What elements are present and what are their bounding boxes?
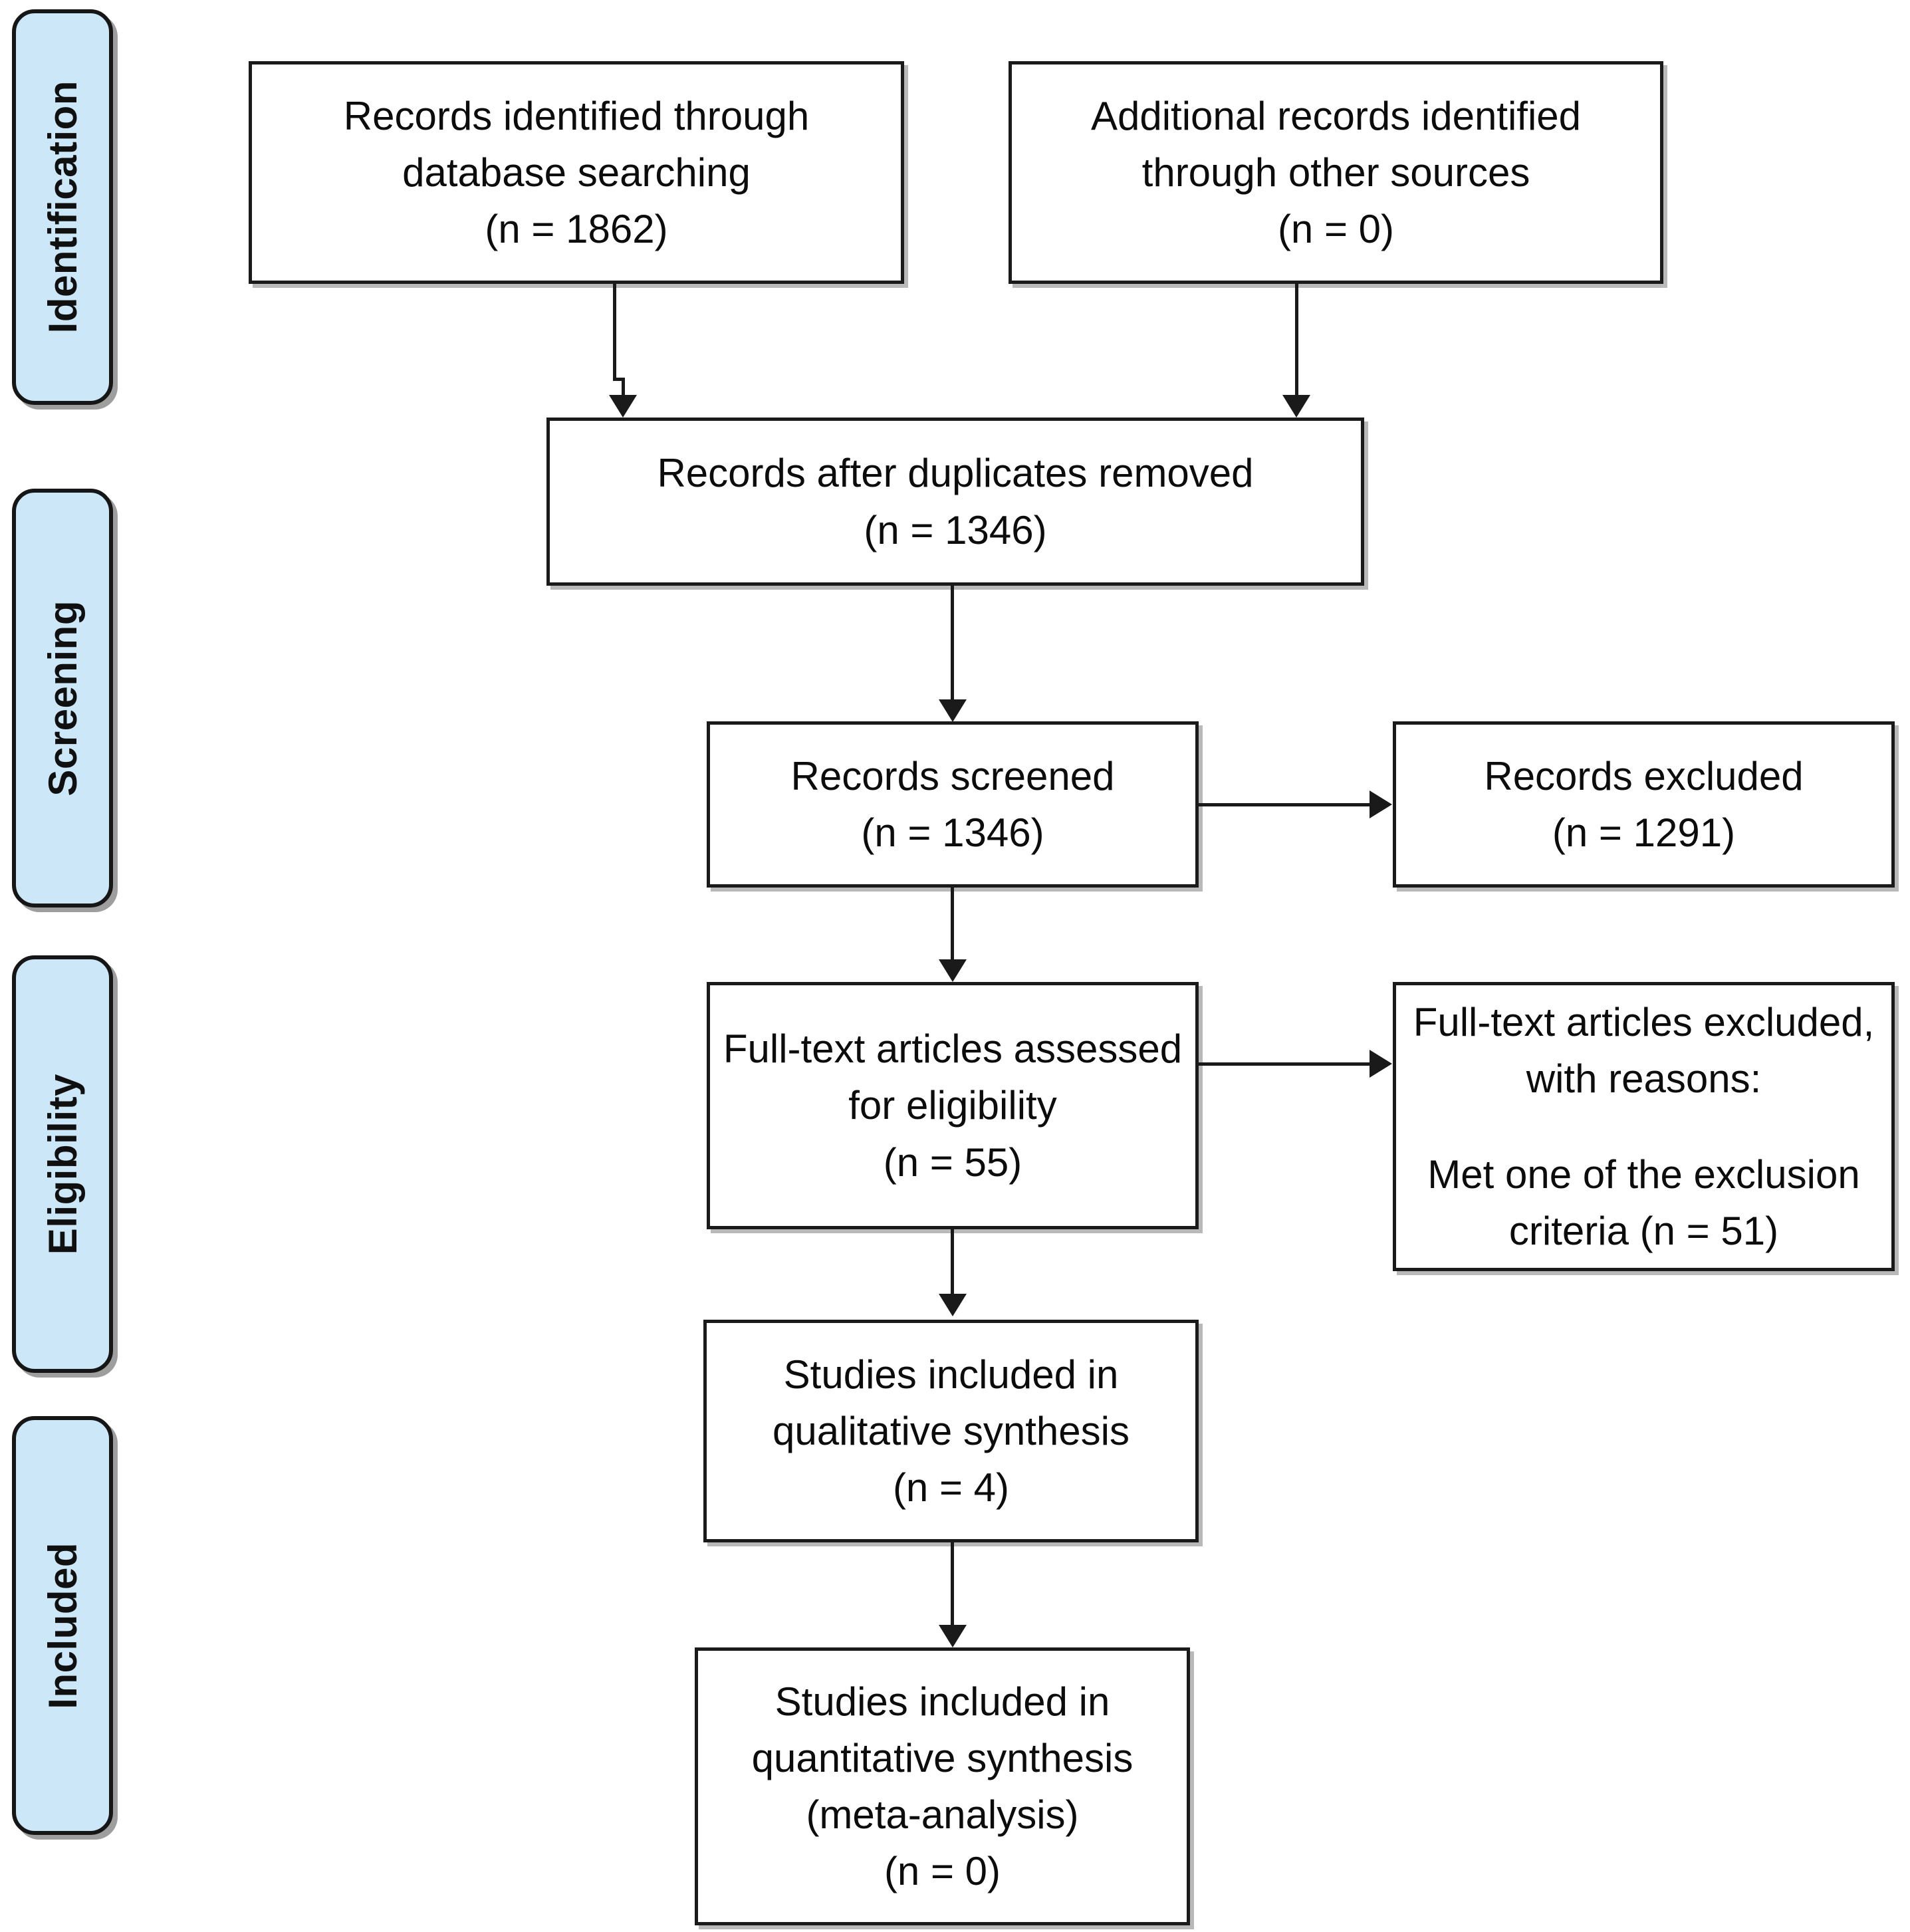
- connector-other-to-duplicates-vertical: [1295, 284, 1298, 395]
- stage-label-eligibility: Eligibility: [12, 955, 113, 1373]
- stage-label-included-text: Included: [40, 1542, 85, 1709]
- arrowhead-screened-to-excluded: [1370, 790, 1392, 818]
- stage-label-identification: Identification: [12, 9, 113, 405]
- connector-fulltext-to-excluded: [1199, 1062, 1370, 1066]
- node-line: Records excluded: [1484, 753, 1804, 798]
- node-line: Additional records identified: [1090, 93, 1582, 138]
- node-records-excluded: Records excluded (n = 1291): [1393, 721, 1895, 888]
- arrowhead-fulltext-to-qualitative: [939, 1294, 967, 1316]
- node-studies-included-quantitative: Studies included in quantitative synthes…: [695, 1647, 1190, 1925]
- connector-duplicates-to-screened: [951, 586, 954, 702]
- node-line: database searching: [402, 150, 751, 195]
- node-line: (n = 1346): [861, 810, 1044, 855]
- node-line: Studies included in: [775, 1679, 1110, 1724]
- connector-db-to-duplicates-horizontal: [613, 378, 625, 381]
- node-line: Full-text articles assessed: [723, 1026, 1183, 1072]
- node-line: (meta-analysis): [806, 1792, 1079, 1837]
- node-line: for eligibility: [848, 1083, 1057, 1128]
- node-line: quantitative synthesis: [751, 1735, 1134, 1780]
- node-line: Met one of the exclusion: [1427, 1151, 1860, 1197]
- connector-fulltext-to-qualitative: [951, 1229, 954, 1296]
- node-line: with reasons:: [1526, 1056, 1762, 1102]
- node-line: (n = 4): [892, 1465, 1010, 1510]
- stage-label-screening-text: Screening: [40, 600, 85, 796]
- node-line: (n = 0): [884, 1849, 1001, 1894]
- node-line: qualitative synthesis: [773, 1408, 1130, 1453]
- stage-label-screening: Screening: [12, 489, 113, 907]
- node-records-after-duplicates-removed: Records after duplicates removed (n = 13…: [546, 418, 1364, 586]
- node-fulltext-articles-excluded: Full-text articles excluded, with reason…: [1393, 982, 1895, 1271]
- node-line: Studies included in: [783, 1352, 1119, 1397]
- arrowhead-screened-to-fulltext: [939, 959, 967, 982]
- arrowhead-other-to-duplicates: [1282, 395, 1310, 418]
- connector-db-to-duplicates-vertical: [613, 284, 616, 380]
- node-line: (n = 55): [883, 1140, 1022, 1185]
- connector-qualitative-to-quantitative: [951, 1542, 954, 1628]
- stage-label-included: Included: [12, 1416, 113, 1835]
- connector-screened-to-fulltext: [951, 888, 954, 961]
- node-line: (n = 1346): [864, 507, 1047, 552]
- node-line: Records after duplicates removed: [657, 451, 1254, 496]
- connector-screened-to-excluded: [1199, 803, 1370, 806]
- node-records-screened: Records screened (n = 1346): [707, 721, 1199, 888]
- node-line: (n = 0): [1277, 207, 1395, 252]
- arrowhead-qualitative-to-quantitative: [939, 1625, 967, 1647]
- connector-db-to-duplicates-drop: [622, 378, 625, 398]
- node-fulltext-articles-assessed: Full-text articles assessed for eligibil…: [707, 982, 1199, 1229]
- arrowhead-db-to-duplicates: [609, 395, 637, 418]
- stage-label-identification-text: Identification: [40, 80, 85, 334]
- node-line: (n = 1862): [485, 207, 668, 252]
- node-line: criteria (n = 51): [1508, 1208, 1779, 1253]
- arrowhead-fulltext-to-excluded: [1370, 1050, 1392, 1078]
- node-line: Records identified through: [343, 93, 810, 138]
- node-records-identified-database-searching: Records identified through database sear…: [249, 61, 904, 284]
- stage-label-eligibility-text: Eligibility: [40, 1073, 85, 1255]
- node-additional-records-other-sources: Additional records identified through ot…: [1009, 61, 1663, 284]
- node-studies-included-qualitative: Studies included in qualitative synthesi…: [703, 1320, 1199, 1542]
- node-line: through other sources: [1141, 150, 1530, 195]
- node-line: Full-text articles excluded,: [1413, 1000, 1875, 1045]
- node-line: Records screened: [790, 753, 1115, 798]
- node-line: (n = 1291): [1552, 810, 1736, 855]
- arrowhead-duplicates-to-screened: [939, 699, 967, 722]
